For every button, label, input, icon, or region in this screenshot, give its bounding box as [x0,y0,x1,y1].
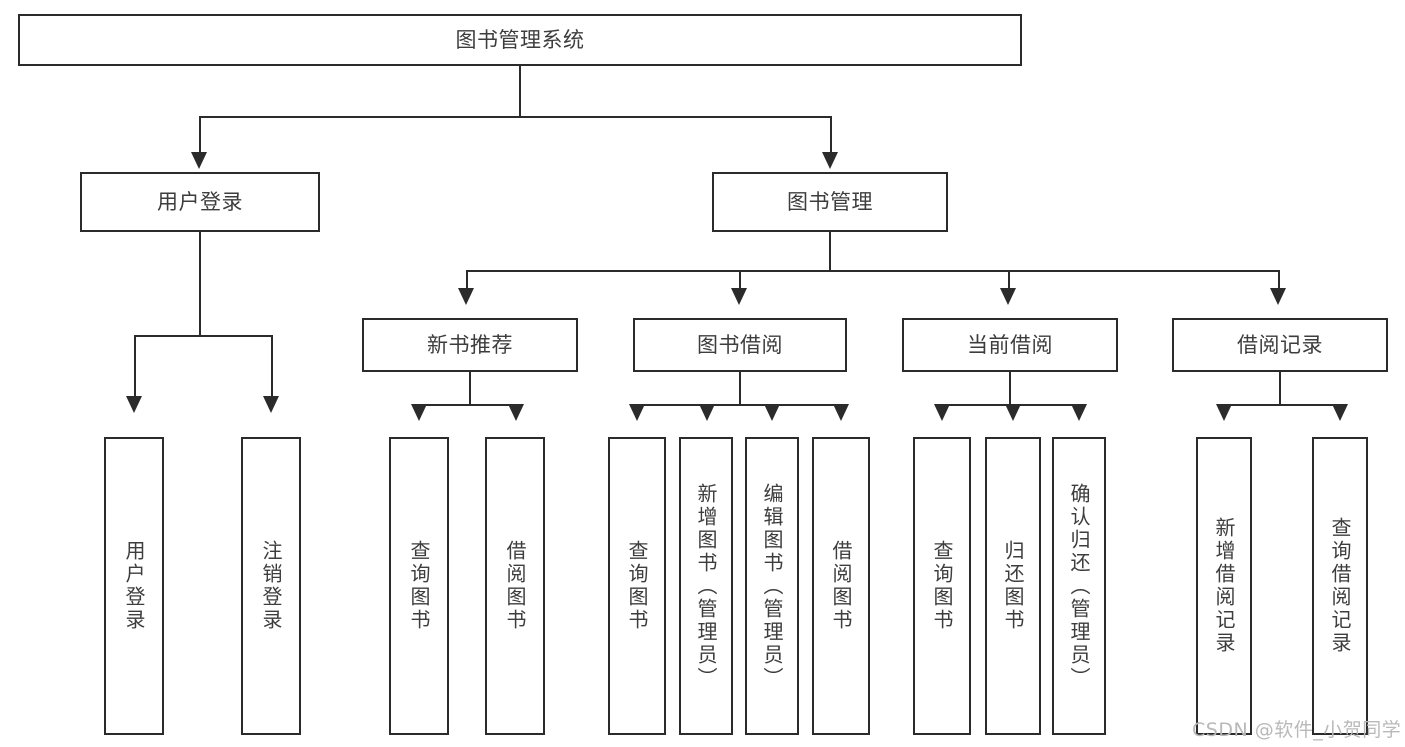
node-new-book-recommend[interactable]: 新书推荐 [362,318,578,372]
node-current-borrow[interactable]: 当前借阅 [902,318,1118,372]
connector-new-books-stem [469,372,471,404]
node-new-book-recommend-label: 新书推荐 [427,332,513,357]
node-book-management-label: 图书管理 [787,189,873,214]
node-borrow-records-label: 借阅记录 [1237,332,1323,357]
arrow-new-books-to-borrow-book [508,404,524,421]
arrow-current-borrow-to-confirm-return [1071,404,1087,421]
node-leaf-add-book-admin-label: 新增图书（管理员） [694,482,718,690]
arrow-current-borrow-to-return-book [1005,404,1021,421]
connector-new-books-bar [418,404,516,406]
arrow-root-to-book-management [822,152,838,169]
node-leaf-return-book[interactable]: 归还图书 [985,437,1041,735]
node-leaf-logout-label: 注销登录 [259,540,283,632]
node-leaf-query-book-current-label: 查询图书 [930,540,954,632]
connector-borrow-records-bar [1224,404,1340,406]
connector-root-bar [199,116,831,118]
arrow-book-borrow-to-query-book [629,404,645,421]
connector-management-stem [829,232,831,270]
connector-current-borrow-stem [1009,372,1011,404]
node-book-borrow-label: 图书借阅 [697,332,783,357]
node-leaf-confirm-return-admin[interactable]: 确认归还（管理员） [1052,437,1106,735]
node-leaf-user-login-label: 用户登录 [122,540,146,632]
node-leaf-query-book-new-label: 查询图书 [407,540,431,632]
node-leaf-edit-book-admin-label: 编辑图书（管理员） [760,482,784,690]
node-leaf-return-book-label: 归还图书 [1001,540,1025,632]
arrow-management-to-book-borrow [731,288,747,305]
node-leaf-borrow-book-new-label: 借阅图书 [503,540,527,632]
arrow-book-borrow-to-add-book [699,404,715,421]
arrow-management-to-current-borrow [1000,288,1016,305]
connector-book-borrow-stem [739,372,741,404]
node-leaf-confirm-return-admin-label: 确认归还（管理员） [1067,482,1091,690]
node-leaf-borrow-book-label: 借阅图书 [829,540,853,632]
arrow-root-to-user-login [191,152,207,169]
node-leaf-add-borrow-record-label: 新增借阅记录 [1212,517,1236,655]
node-leaf-borrow-book[interactable]: 借阅图书 [812,437,870,735]
node-leaf-query-book-current[interactable]: 查询图书 [913,437,971,735]
arrow-borrow-records-to-add-record [1216,404,1232,421]
node-book-borrow[interactable]: 图书借阅 [633,318,847,372]
connector-management-bar [466,270,1280,272]
node-borrow-records[interactable]: 借阅记录 [1172,318,1388,372]
connector-login-drop-0 [134,335,136,398]
node-leaf-query-book-borrow[interactable]: 查询图书 [608,437,666,735]
connector-root-stem [519,66,521,116]
node-leaf-logout[interactable]: 注销登录 [241,437,301,735]
arrow-login-to-user-login [126,396,142,413]
arrow-management-to-new-books [458,288,474,305]
connector-login-bar [134,335,272,337]
node-leaf-edit-book-admin[interactable]: 编辑图书（管理员） [745,437,799,735]
node-user-login[interactable]: 用户登录 [80,172,320,232]
connector-management-drop-0 [466,270,468,294]
connector-root-drop-0 [199,116,201,154]
arrow-book-borrow-to-edit-book [764,404,780,421]
connector-book-borrow-bar [636,404,841,406]
node-leaf-add-borrow-record[interactable]: 新增借阅记录 [1196,437,1252,735]
node-leaf-user-login[interactable]: 用户登录 [104,437,164,735]
connector-management-drop-3 [1278,270,1280,294]
arrow-borrow-records-to-query-record [1332,404,1348,421]
node-leaf-query-borrow-record[interactable]: 查询借阅记录 [1312,437,1368,735]
node-root-system-label: 图书管理系统 [455,27,585,52]
arrow-book-borrow-to-borrow-book [833,404,849,421]
node-book-management[interactable]: 图书管理 [712,172,948,232]
node-user-login-label: 用户登录 [157,189,243,214]
arrow-management-to-borrow-records [1270,288,1286,305]
connector-management-drop-1 [739,270,741,294]
node-leaf-borrow-book-new[interactable]: 借阅图书 [485,437,545,735]
node-leaf-query-book-borrow-label: 查询图书 [625,540,649,632]
node-root-system[interactable]: 图书管理系统 [18,14,1022,66]
node-leaf-query-book-new[interactable]: 查询图书 [389,437,449,735]
connector-login-stem [199,232,201,335]
connector-login-drop-1 [271,335,273,398]
csdn-watermark: CSDN @软件_小贺同学 [1192,719,1402,741]
node-current-borrow-label: 当前借阅 [967,332,1053,357]
arrow-current-borrow-to-query-book [934,404,950,421]
node-leaf-add-book-admin[interactable]: 新增图书（管理员） [679,437,733,735]
arrow-login-to-logout [263,396,279,413]
connector-management-drop-2 [1008,270,1010,294]
arrow-new-books-to-query-book [411,404,427,421]
connector-borrow-records-stem [1279,372,1281,404]
node-leaf-query-borrow-record-label: 查询借阅记录 [1328,517,1352,655]
connector-root-drop-1 [830,116,832,154]
